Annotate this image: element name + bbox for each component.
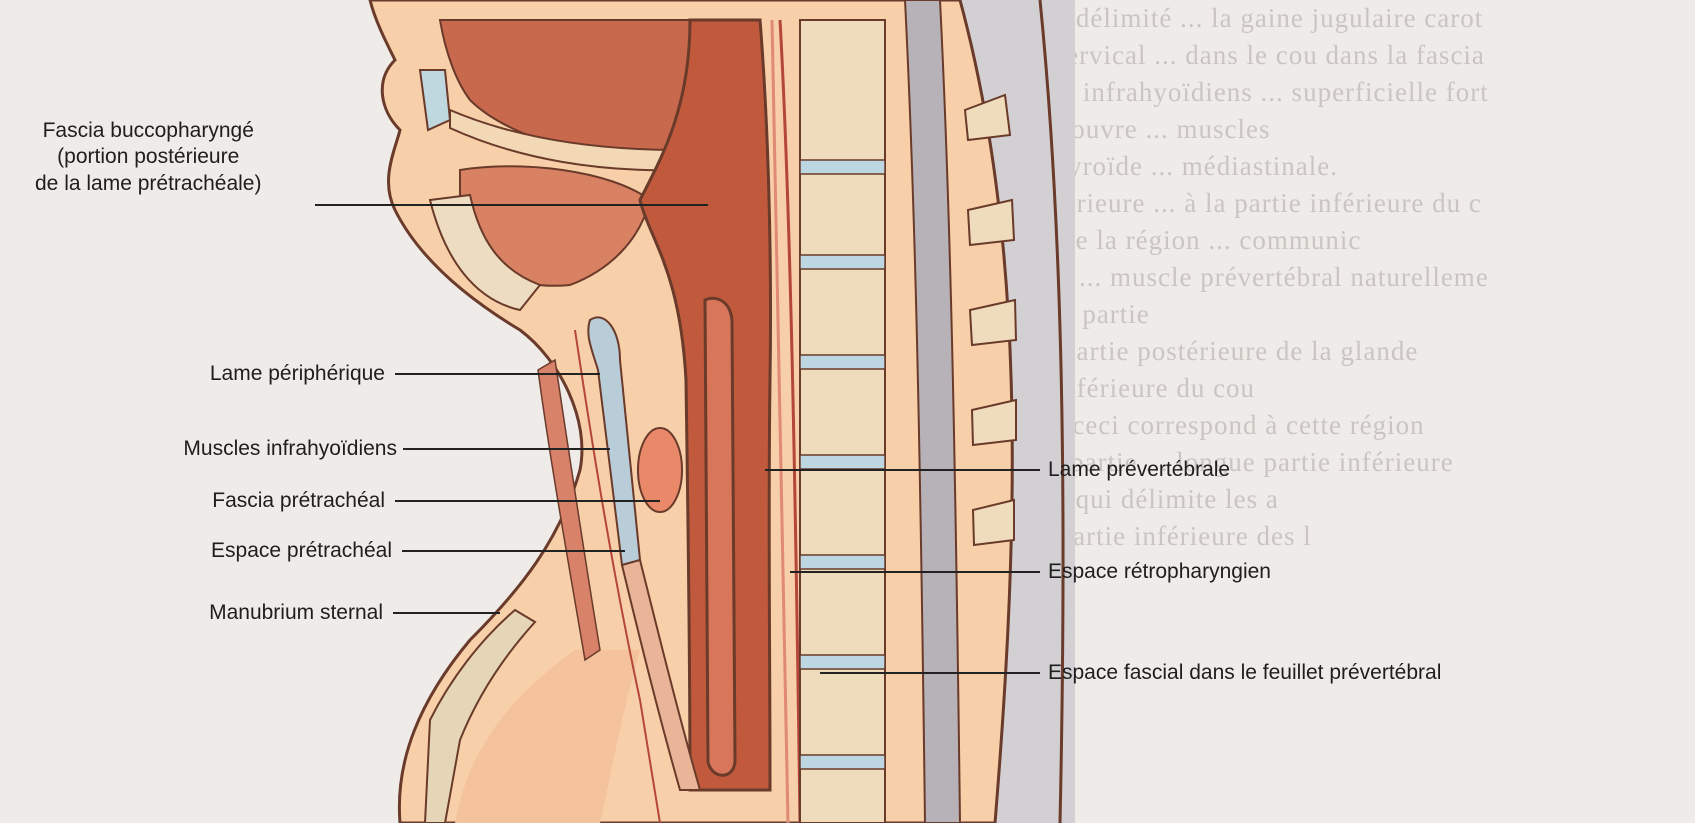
label-line: (portion postérieure	[35, 144, 261, 170]
label-fascia-buccopharynge: Fascia buccopharyngé (portion postérieur…	[35, 118, 261, 197]
label-manubrium-sternal: Manubrium sternal	[209, 600, 383, 626]
vertebral-column	[800, 20, 885, 823]
label-espace-pretracheal: Espace prétrachéal	[211, 538, 392, 564]
label-lame-prevertebrale: Lame prévertébrale	[1048, 457, 1230, 483]
label-lame-peripherique: Lame périphérique	[210, 361, 385, 387]
label-muscles-infrahyoidiens: Muscles infrahyoïdiens	[183, 436, 397, 462]
thyroid	[638, 428, 682, 512]
label-espace-retropharyngien: Espace rétropharyngien	[1048, 559, 1271, 585]
label-line: de la lame prétrachéale)	[35, 171, 261, 197]
label-line: Fascia buccopharyngé	[35, 118, 261, 144]
label-fascia-pretracheal: Fascia prétrachéal	[212, 488, 385, 514]
esophagus	[705, 298, 735, 775]
label-espace-fascial: Espace fascial dans le feuillet préverté…	[1048, 660, 1441, 686]
